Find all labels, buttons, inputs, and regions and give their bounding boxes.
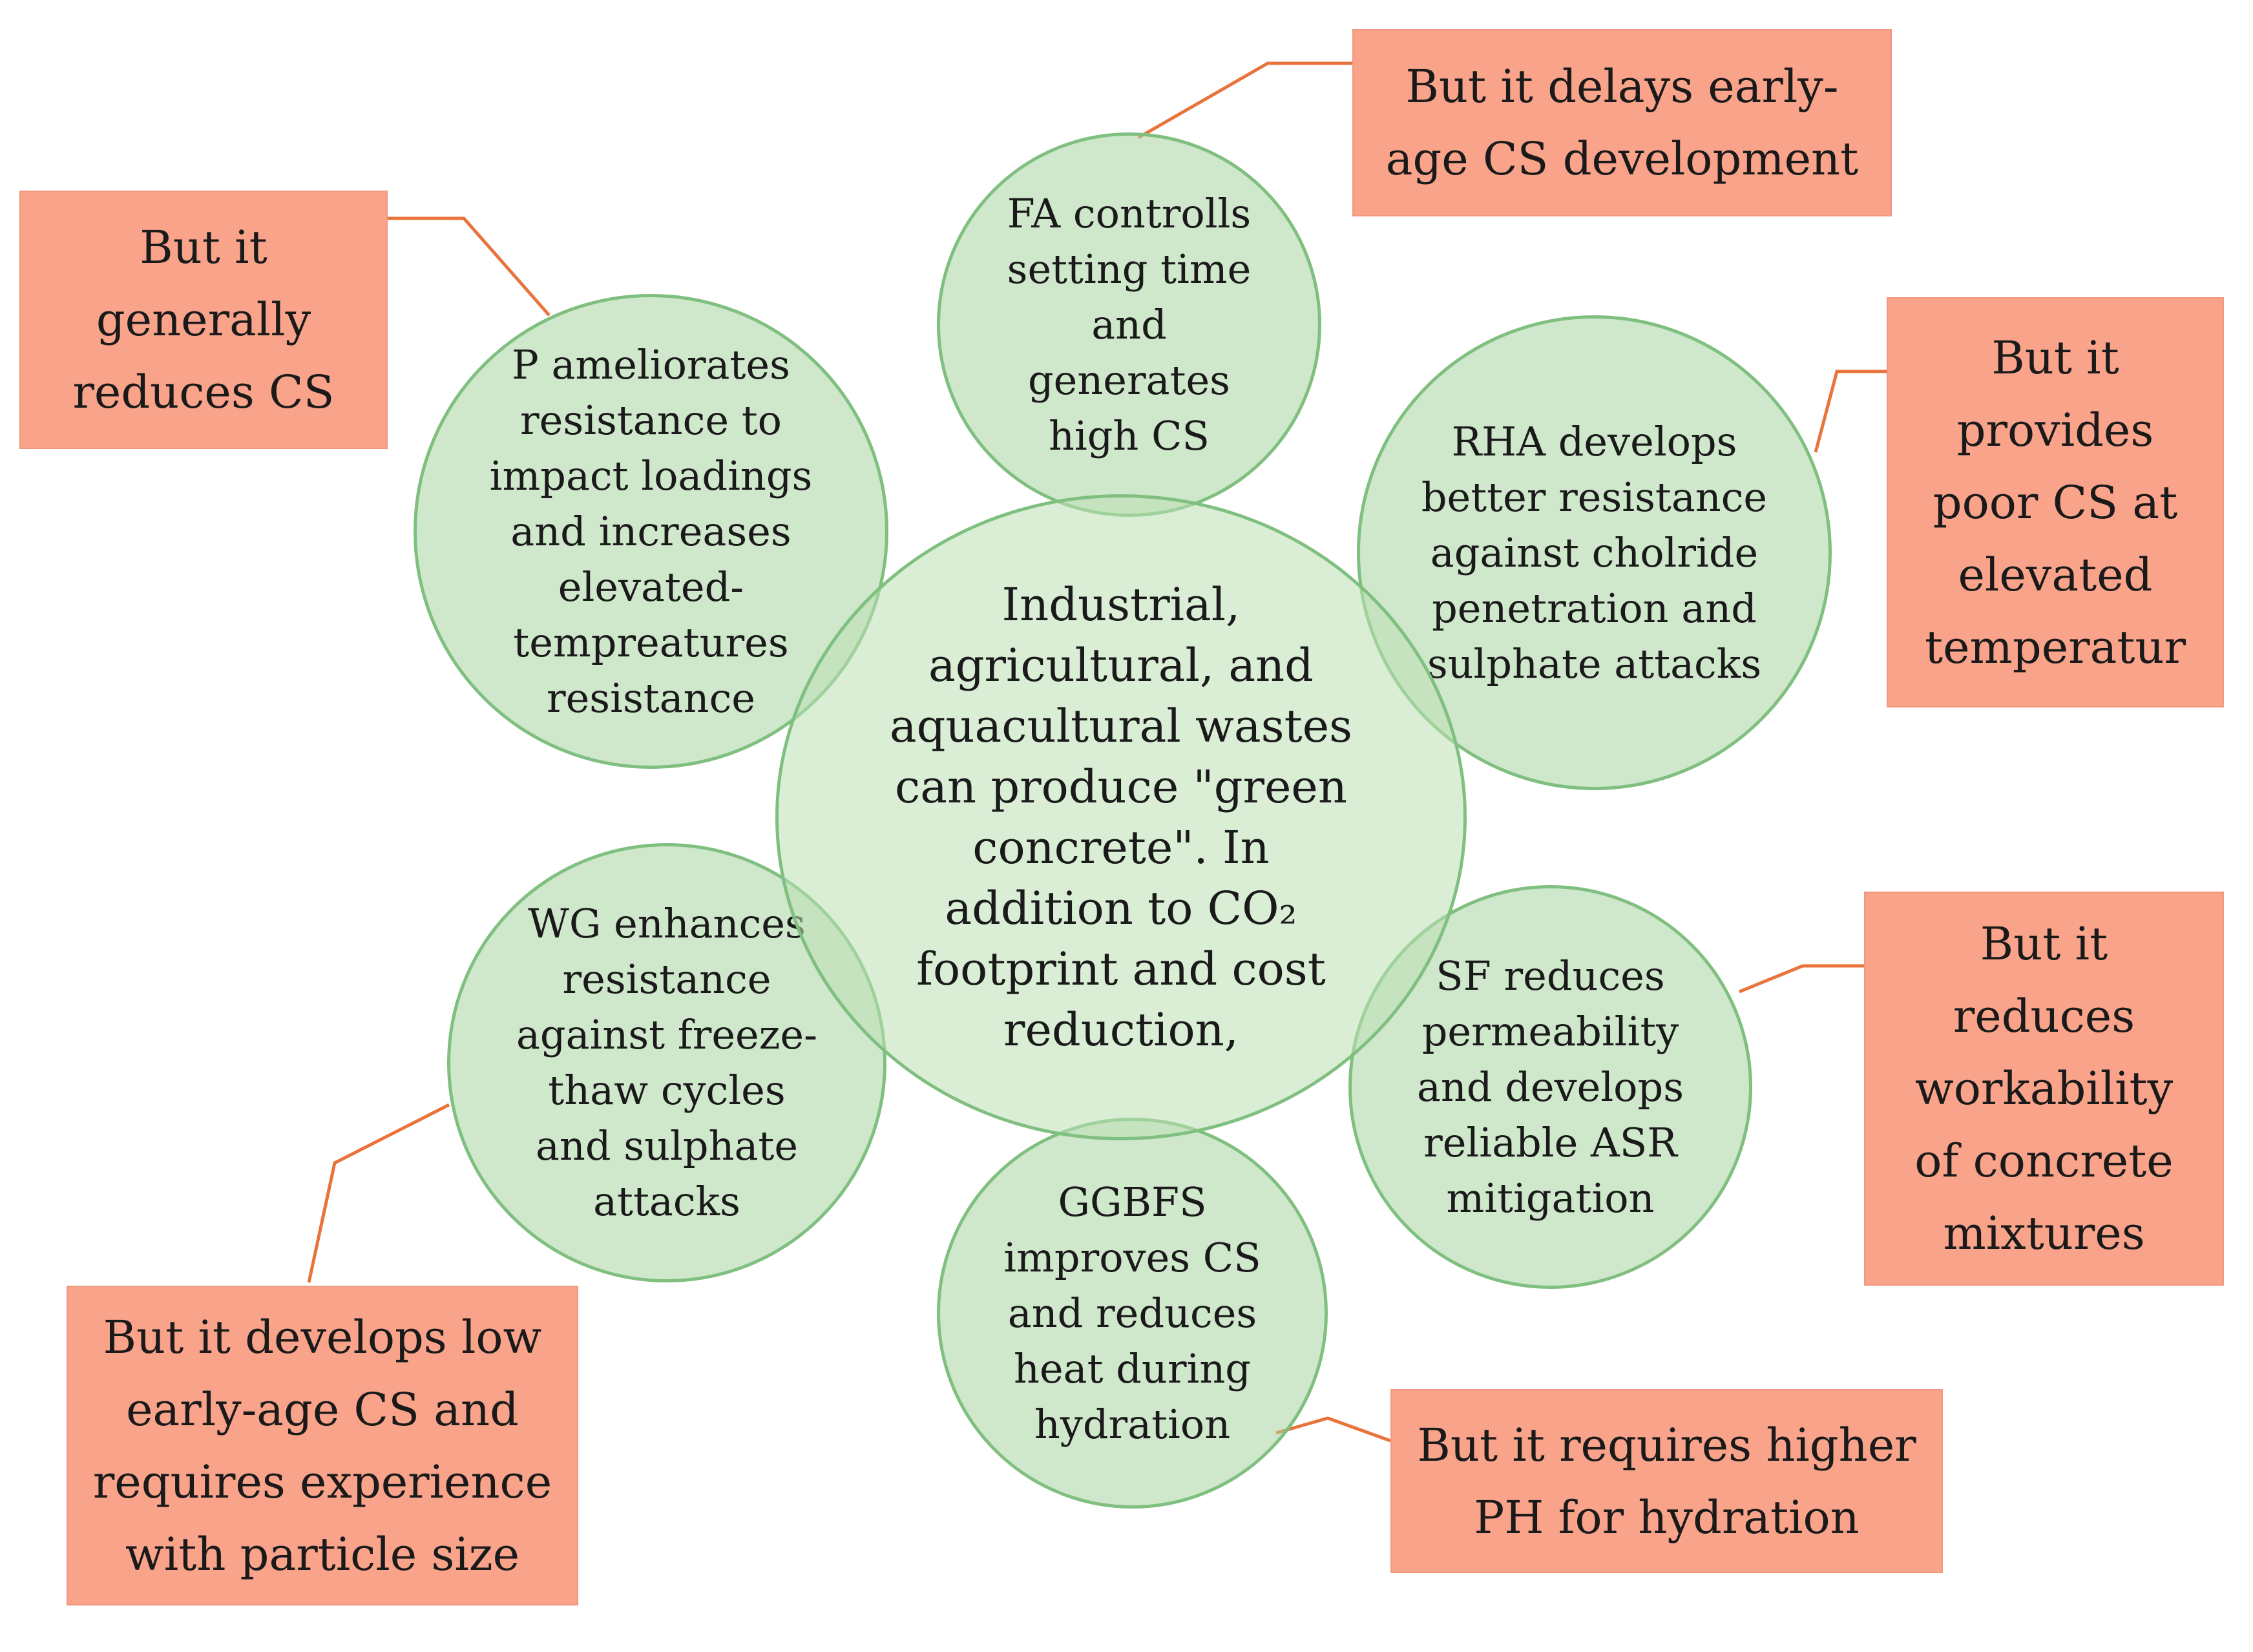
circle-sf-text: SF reduces permeability and develops rel… [1417, 948, 1684, 1226]
center-line: aquacultural wastes [889, 700, 1353, 753]
box-sf-line: reduces [1953, 990, 2135, 1043]
box-wg-line: early-age CS and [126, 1383, 519, 1436]
connector-wg [307, 1103, 450, 1283]
box-p: But it generally reduces CS [19, 191, 388, 449]
box-sf-line: of concrete [1914, 1134, 2174, 1187]
box-wg: But it develops low early-age CS and req… [67, 1286, 578, 1605]
connector-ggbfs [1275, 1416, 1391, 1443]
box-wg-line: But it develops low [103, 1310, 542, 1364]
connector-sf [1739, 964, 1864, 994]
circle-wg-line: and sulphate [535, 1122, 799, 1169]
center-line: addition to CO₂ [945, 882, 1297, 935]
box-sf-line: workability [1914, 1062, 2174, 1115]
circle-wg-line: WG enhances [528, 900, 806, 947]
circle-p-line: tempreatures [513, 618, 789, 666]
connector-fa [1137, 61, 1352, 140]
box-ggbfs-line: PH for hydration [1474, 1490, 1860, 1544]
box-fa-line: But it delays early- [1405, 60, 1839, 113]
box-ggbfs-text: But it requires higher PH for hydration [1417, 1409, 1916, 1554]
center-line: footprint and cost [916, 943, 1326, 996]
box-p-text: But it generally reduces CS [72, 211, 334, 428]
circle-sf: SF reduces permeability and develops rel… [1348, 885, 1752, 1289]
circle-ggbfs-text: GGBFS improves CS and reduces heat durin… [1003, 1175, 1261, 1452]
circle-p-line: elevated- [558, 563, 744, 611]
center-line: agricultural, and [928, 639, 1314, 692]
circle-fa-line: and [1091, 300, 1167, 348]
box-fa-text: But it delays early- age CS development [1386, 50, 1859, 195]
circle-fa-line: setting time [1007, 245, 1252, 293]
circle-p-line: resistance to [520, 396, 782, 444]
box-sf: But it reduces workability of concrete m… [1864, 892, 2224, 1286]
circle-wg-text: WG enhances resistance against freeze- t… [516, 896, 817, 1229]
circle-rha-line: RHA develops [1451, 417, 1737, 465]
connector-p [388, 216, 550, 317]
circle-ggbfs-line: heat during [1014, 1344, 1251, 1392]
box-rha-line: poor CS at [1933, 476, 2178, 529]
circle-fa-line: generates [1027, 356, 1230, 404]
circle-rha-text: RHA develops better resistance against c… [1421, 414, 1767, 692]
circle-fa-text: FA controlls setting time and generates … [1007, 186, 1252, 464]
circle-sf-line: permeability [1421, 1007, 1679, 1055]
circle-wg-line: against freeze- [516, 1011, 818, 1058]
circle-p-line: impact loadings [489, 452, 813, 499]
box-ggbfs: But it requires higher PH for hydration [1390, 1389, 1943, 1573]
box-wg-line: with particle size [125, 1527, 520, 1581]
box-rha-line: provides [1956, 403, 2154, 457]
box-ggbfs-line: But it requires higher [1417, 1418, 1916, 1472]
circle-p-text: P ameliorates resistance to impact loadi… [490, 337, 813, 726]
box-rha: But it provides poor CS at elevated temp… [1887, 297, 2224, 707]
circle-rha-line: penetration and [1432, 584, 1757, 632]
box-sf-line: But it [1980, 917, 2108, 970]
circle-p-line: and increases [510, 507, 791, 555]
box-sf-text: But it reduces workability of concrete m… [1914, 908, 2173, 1270]
box-sf-line: mixtures [1943, 1207, 2145, 1260]
circle-wg-line: thaw cycles [548, 1067, 786, 1114]
center-line: can produce "green [895, 760, 1347, 813]
circle-sf-line: mitigation [1446, 1174, 1655, 1222]
center-line: concrete". In [972, 821, 1270, 874]
circle-ggbfs-line: and reduces [1007, 1289, 1257, 1337]
box-p-line: But it [140, 221, 267, 274]
circle-ggbfs: GGBFS improves CS and reduces heat durin… [937, 1118, 1328, 1509]
connector-rha [1814, 370, 1887, 453]
box-fa: But it delays early- age CS development [1352, 29, 1892, 216]
box-wg-line: requires experience [92, 1455, 552, 1509]
circle-ggbfs-line: GGBFS [1058, 1178, 1207, 1226]
circle-sf-line: and develops [1416, 1063, 1684, 1111]
circle-rha-line: better resistance [1421, 473, 1768, 521]
circle-sf-line: reliable ASR [1423, 1118, 1677, 1166]
center-line: Industrial, [1001, 578, 1241, 631]
circle-rha-line: sulphate attacks [1427, 640, 1762, 687]
circle-wg-line: attacks [593, 1178, 740, 1225]
circle-sf-line: SF reduces [1436, 952, 1665, 999]
box-rha-line: But it [1991, 331, 2119, 384]
circle-ggbfs-line: hydration [1034, 1400, 1231, 1448]
circle-rha: RHA develops better resistance against c… [1357, 315, 1832, 790]
circle-rha-line: against cholride [1430, 528, 1759, 576]
circle-fa-line: FA controlls [1007, 189, 1252, 237]
circle-fa: FA controlls setting time and generates … [937, 132, 1321, 517]
box-p-line: generally [96, 293, 311, 346]
box-rha-line: elevated [1958, 548, 2153, 601]
box-fa-line: age CS development [1385, 132, 1859, 185]
circle-wg-line: resistance [562, 956, 771, 1003]
circle-fa-line: high CS [1048, 412, 1210, 459]
center-circle: Industrial, agricultural, and aquacultur… [775, 494, 1467, 1140]
circle-p-line: resistance [546, 674, 755, 722]
box-wg-text: But it develops low early-age CS and req… [93, 1301, 552, 1591]
circle-ggbfs-line: improves CS [1003, 1233, 1261, 1281]
center-line: reduction, [1003, 1003, 1239, 1056]
box-rha-line: temperatur [1924, 620, 2186, 674]
center-circle-text: Industrial, agricultural, and aquacultur… [890, 574, 1352, 1060]
box-rha-text: But it provides poor CS at elevated temp… [1925, 322, 2186, 684]
circle-p-line: P ameliorates [512, 340, 790, 388]
box-p-line: reduces CS [72, 366, 335, 419]
